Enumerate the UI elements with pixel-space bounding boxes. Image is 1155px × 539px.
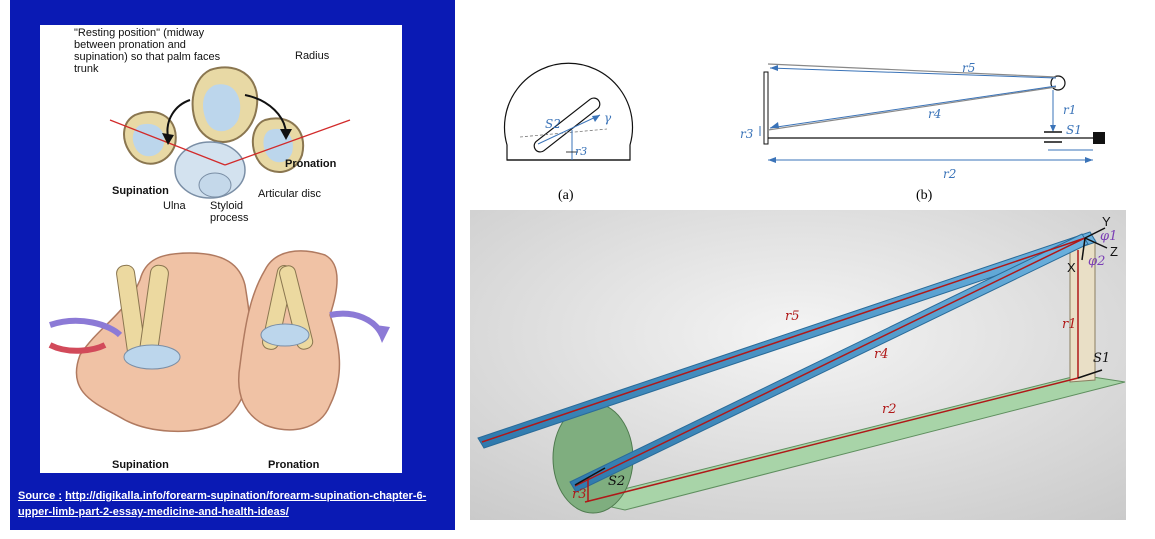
resting-position-label: "Resting position" (midway between prona… bbox=[74, 27, 221, 75]
r5-label-b: r5 bbox=[962, 61, 975, 75]
axis-y-label: Y bbox=[1102, 214, 1111, 229]
gamma-label: γ bbox=[604, 111, 612, 125]
r2-label-b: r2 bbox=[943, 167, 956, 181]
anatomy-illustration: "Resting position" (midway between prona… bbox=[40, 25, 402, 473]
ulna-label: Ulna bbox=[163, 200, 186, 212]
r4-label-b: r4 bbox=[928, 107, 941, 121]
caption-b: (b) bbox=[916, 188, 933, 203]
pronation-label-bottom: Pronation bbox=[268, 459, 320, 471]
s1-label-b: S1 bbox=[1066, 123, 1082, 137]
r3-label-cad: r3 bbox=[572, 487, 587, 502]
caption-a: (a) bbox=[558, 188, 574, 203]
axis-x-label: X bbox=[1067, 260, 1076, 275]
cad-render: Y Z X φ1 φ2 r5 r4 r2 r1 r3 S1 S2 bbox=[470, 210, 1126, 520]
linkage-schematic: r5 r4 r3 r1 S1 r2 (b) bbox=[740, 61, 1105, 203]
source-link[interactable]: http://digikalla.info/forearm-supination… bbox=[18, 490, 427, 518]
source-citation: Source : http://digikalla.info/forearm-s… bbox=[18, 488, 448, 520]
axis-z-label: Z bbox=[1110, 244, 1118, 259]
r1-label-b: r1 bbox=[1063, 103, 1076, 117]
s2-label-cad: S2 bbox=[608, 474, 625, 489]
r4-label-cad: r4 bbox=[874, 347, 889, 362]
r1-label-cad: r1 bbox=[1062, 317, 1077, 332]
phi2-label: φ2 bbox=[1088, 254, 1105, 269]
radius-label: Radius bbox=[295, 50, 330, 62]
cad-model-svg: Y Z X φ1 φ2 r5 r4 r2 r1 r3 S1 S2 bbox=[470, 210, 1126, 520]
pronation-label-top: Pronation bbox=[285, 158, 337, 170]
r3-label-a: r3 bbox=[575, 145, 587, 158]
diagram-b: r5 r4 r3 r1 S1 r2 (b) bbox=[738, 50, 1118, 210]
r2-label-cad: r2 bbox=[882, 402, 897, 417]
styloid-process-label: Styloid process bbox=[210, 200, 249, 224]
supination-label-top: Supination bbox=[112, 185, 169, 197]
phi1-label: φ1 bbox=[1100, 229, 1117, 244]
supination-label-bottom: Supination bbox=[112, 459, 169, 471]
s2-label: S2 bbox=[545, 117, 561, 131]
forearm-illustration bbox=[48, 66, 390, 433]
diagram-a: S2 γ r3 (a) bbox=[492, 40, 642, 210]
r3-label-b: r3 bbox=[740, 127, 754, 141]
source-label: Source : bbox=[18, 490, 63, 502]
wrist-slot-schematic: S2 γ r3 (a) bbox=[503, 62, 634, 203]
r5-label-cad: r5 bbox=[785, 309, 800, 324]
articular-disc-label: Articular disc bbox=[258, 188, 321, 200]
s1-label-cad: S1 bbox=[1093, 351, 1110, 366]
